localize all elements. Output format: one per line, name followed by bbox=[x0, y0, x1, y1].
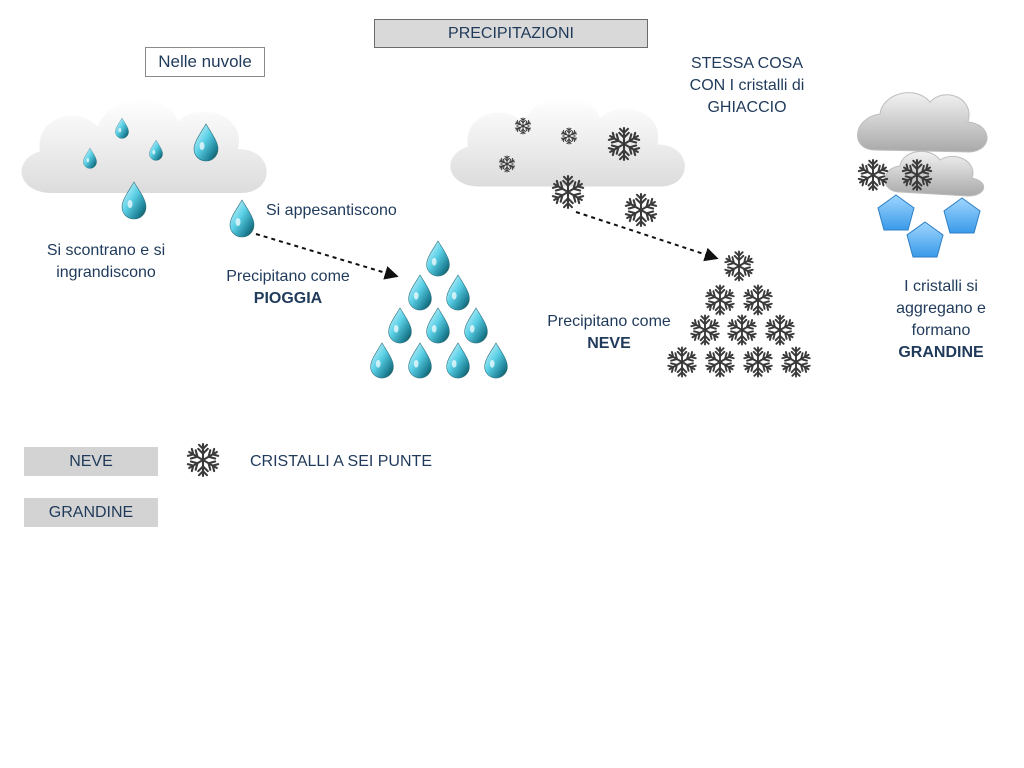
page-title: PRECIPITAZIONI bbox=[374, 19, 648, 48]
snow-cloud-icon bbox=[450, 97, 685, 187]
snow-falls-line: Precipitano come bbox=[547, 313, 671, 330]
arrow-icon bbox=[255, 233, 399, 280]
collide-text: Si scontrano e si ingrandiscono bbox=[30, 240, 182, 284]
rain-cloud-icon bbox=[21, 99, 267, 193]
legend-snow-desc: CRISTALLI A SEI PUNTE bbox=[250, 453, 432, 470]
hail-line: I cristalli si bbox=[904, 278, 978, 295]
hail-line: formano bbox=[911, 322, 971, 339]
collide-line: ingrandiscono bbox=[56, 264, 156, 281]
snow-result: NEVE bbox=[587, 335, 631, 352]
hail-text: I cristalli si aggregano e formano GRAND… bbox=[876, 276, 1006, 364]
rain-falls-text: Precipitano come PIOGGIA bbox=[208, 266, 368, 310]
hail-result: GRANDINE bbox=[898, 344, 984, 361]
arrow-icon-snow bbox=[575, 211, 719, 262]
hail-cloud-icon bbox=[858, 92, 988, 197]
clouds-label: Nelle nuvole bbox=[145, 47, 265, 77]
legend-snow-label: NEVE bbox=[24, 447, 158, 476]
rain-result: PIOGGIA bbox=[253, 290, 323, 307]
legend-snowflake-icon bbox=[187, 444, 220, 476]
heavier-text: Si appesantiscono bbox=[266, 202, 397, 219]
legend-hail-label: GRANDINE bbox=[24, 498, 158, 527]
collide-line: Si scontrano e si bbox=[46, 242, 166, 259]
hail-line: aggregano e bbox=[896, 300, 986, 317]
ice-note-line: CON I cristalli di bbox=[689, 77, 805, 94]
rain-drops-pyramid bbox=[370, 240, 508, 379]
ice-note: STESSA COSA CON I cristalli di GHIACCIO bbox=[664, 53, 830, 119]
snowflakes-pyramid bbox=[667, 252, 810, 377]
rain-falls-line: Precipitano come bbox=[226, 268, 350, 285]
ice-note-line: STESSA COSA bbox=[690, 55, 804, 72]
ice-note-line: GHIACCIO bbox=[707, 99, 787, 116]
hailstone-icon bbox=[877, 194, 981, 258]
snow-falls-text: Precipitano come NEVE bbox=[530, 311, 688, 355]
